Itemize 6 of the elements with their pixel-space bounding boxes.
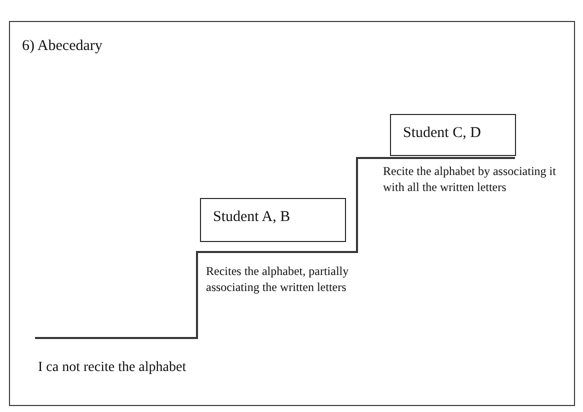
- student-box: Student A, B: [200, 198, 346, 242]
- step-description: Recite the alphabet by associating it with all the written letters: [383, 163, 557, 195]
- diagram-title: 6) Abecedary: [22, 38, 102, 55]
- step-description: I ca not recite the alphabet: [38, 359, 188, 377]
- student-box: Student C, D: [390, 114, 516, 156]
- step-description: Recites the alphabet, partially associating the written letters: [206, 263, 350, 295]
